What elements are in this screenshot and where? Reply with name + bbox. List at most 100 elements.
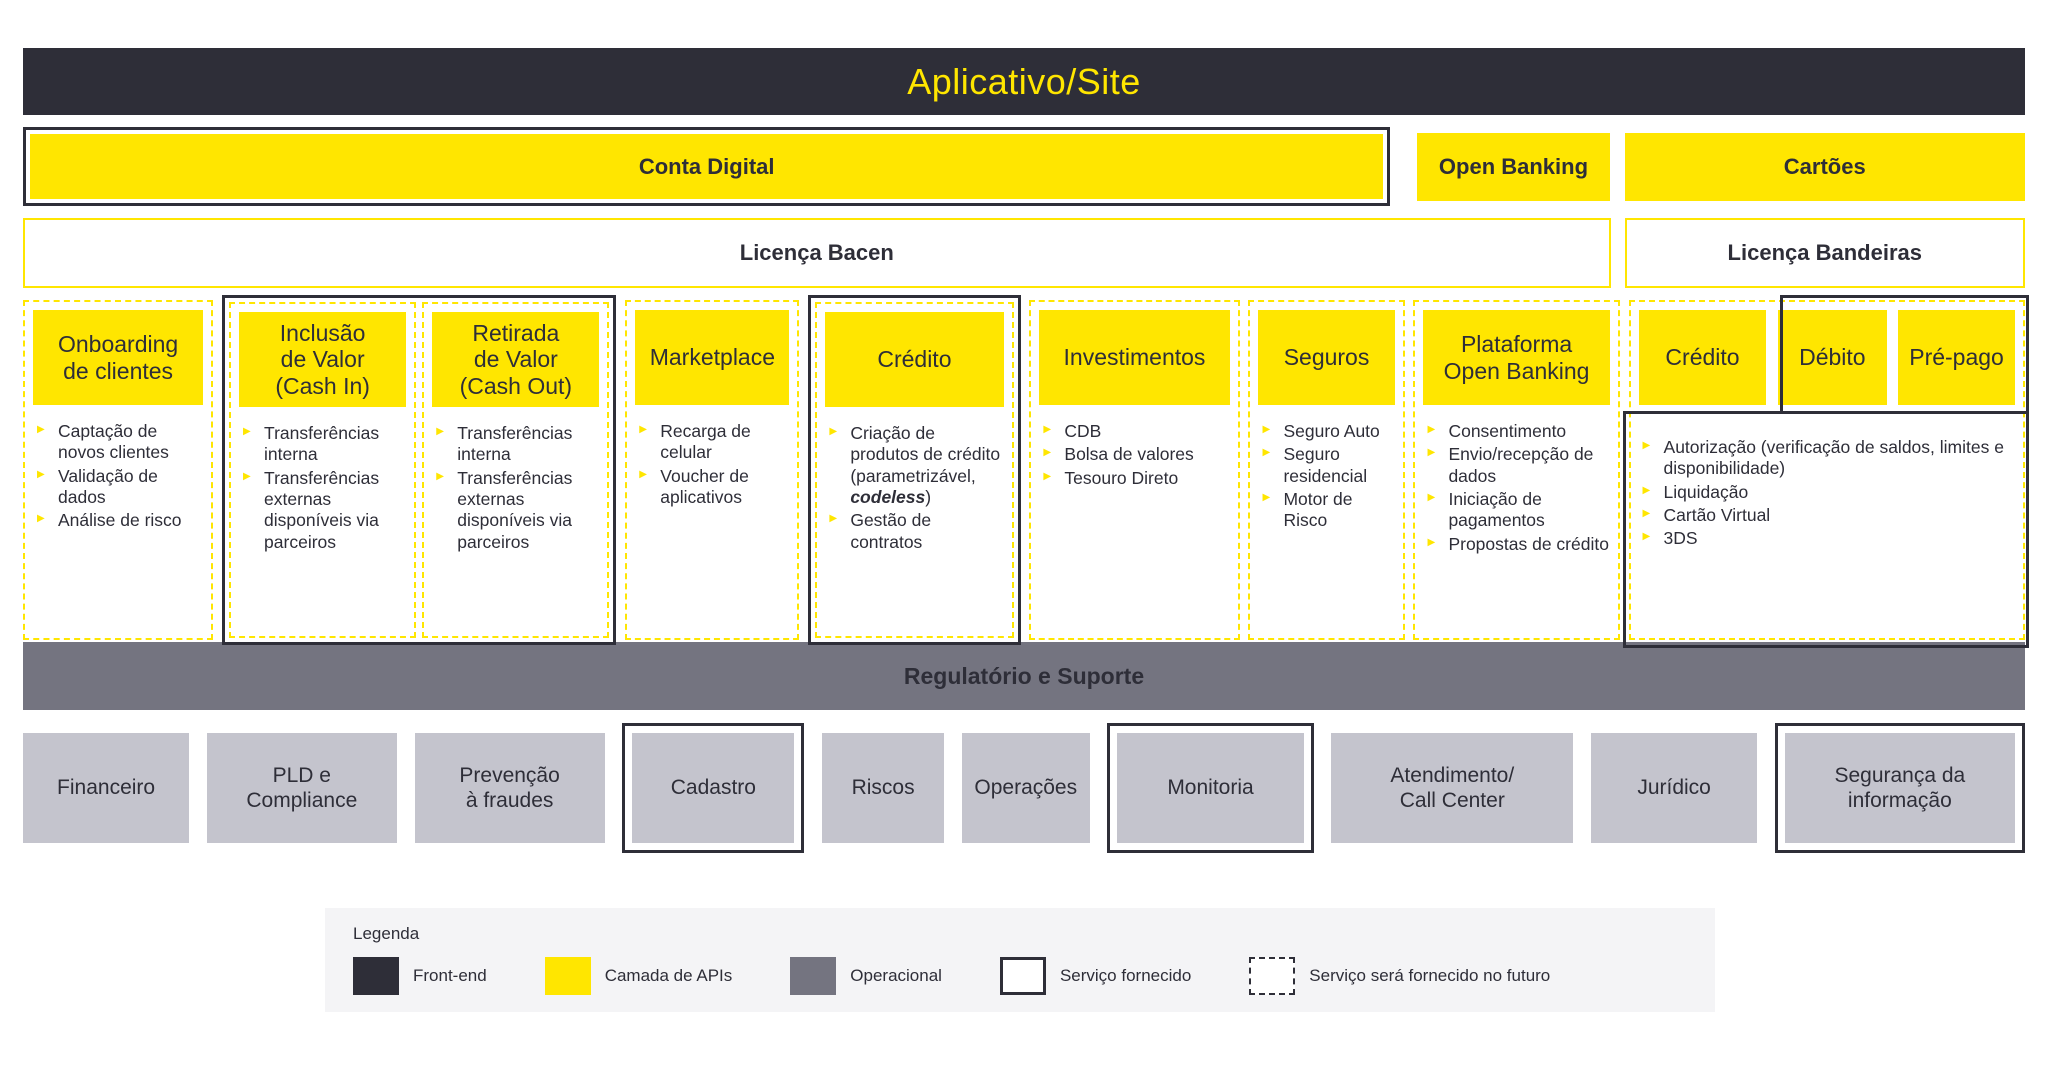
- list-item: Iniciação de pagamentos: [1427, 489, 1609, 532]
- app-site-title: Aplicativo/Site: [907, 60, 1141, 102]
- column-marketplace-list: Recarga de celular Voucher de aplicativo…: [635, 421, 789, 510]
- open-banking-box: Open Banking: [1417, 132, 1610, 201]
- legend: Legenda Front-end Camada de APIs Operaci…: [325, 908, 1715, 1012]
- cartoes-label: Cartões: [1783, 153, 1866, 179]
- list-item: CDB: [1043, 421, 1229, 442]
- support-box-cadastro: Cadastro: [632, 733, 795, 843]
- column-seguros: Seguros Seguro Auto Seguro residencial M…: [1248, 300, 1405, 640]
- cash-in-out-provided-group: Inclusão de Valor (Cash In) Transferênci…: [222, 295, 617, 645]
- column-cash-out-header: Retirada de Valor (Cash Out): [432, 312, 600, 407]
- column-plataforma-open-banking: Plataforma Open Banking Consentimento En…: [1413, 300, 1620, 640]
- api-columns-row: Onboarding de clientes Captação de novos…: [23, 295, 2029, 648]
- list-item: Autorização (verificação de saldos, limi…: [1643, 437, 2015, 480]
- support-box-cadastro-provided-frame: Cadastro: [622, 723, 805, 853]
- support-box-prevencao-fraudes: Prevenção à fraudes: [414, 733, 605, 843]
- list-item: Consentimento: [1427, 421, 1609, 442]
- legend-items: Front-end Camada de APIs Operacional Ser…: [353, 957, 1691, 995]
- credito-provided-group: Crédito Criação de produtos de crédito (…: [808, 295, 1021, 645]
- column-marketplace-header: Marketplace: [635, 310, 790, 405]
- support-box-monitoria: Monitoria: [1117, 733, 1304, 843]
- legend-item-operacional: Operacional: [790, 957, 942, 995]
- list-item: Tesouro Direto: [1043, 468, 1229, 489]
- cartoes-credito-header: Crédito: [1638, 310, 1767, 405]
- support-box-pld-compliance: PLD e Compliance: [206, 733, 397, 843]
- diagram-content: Aplicativo/Site Conta Digital Open Banki…: [23, 48, 2029, 1012]
- list-item: Cartão Virtual: [1643, 505, 2015, 526]
- column-onboarding-list: Captação de novos clientes Validação de …: [33, 421, 203, 534]
- support-box-financeiro: Financeiro: [23, 733, 190, 843]
- cartoes-headers-row: Crédito Débito Pré-pago: [1638, 310, 2015, 405]
- legend-item-servico-futuro: Serviço será fornecido no futuro: [1249, 957, 1550, 995]
- legend-title: Legenda: [353, 924, 420, 943]
- cartoes-list: Autorização (verificação de saldos, limi…: [1639, 437, 2015, 550]
- column-credito: Crédito Criação de produtos de crédito (…: [815, 302, 1014, 638]
- legend-label: Front-end: [413, 966, 487, 985]
- front-end-swatch: [353, 957, 399, 995]
- column-onboarding: Onboarding de clientes Captação de novos…: [23, 300, 214, 640]
- cartoes-debito-header: Débito: [1777, 310, 1887, 405]
- list-item: Seguro residencial: [1262, 444, 1394, 487]
- list-item: Propostas de crédito: [1427, 534, 1609, 555]
- column-credito-header: Crédito: [825, 312, 1004, 407]
- column-cash-in-list: Transferências interna Transferências ex…: [239, 423, 406, 555]
- support-box-operacoes: Operações: [961, 733, 1090, 843]
- cartoes-prepago-header: Pré-pago: [1898, 310, 2015, 405]
- legend-label: Serviço fornecido: [1059, 966, 1192, 985]
- conta-digital-box: Conta Digital: [30, 134, 1384, 199]
- support-box-juridico: Jurídico: [1591, 733, 1758, 843]
- list-item: 3DS: [1643, 528, 2015, 549]
- credito-item-codeless: codeless: [850, 487, 926, 508]
- column-onboarding-header: Onboarding de clientes: [33, 310, 204, 405]
- license-row: Licença Bacen Licença Bandeiras: [23, 218, 2025, 288]
- list-item: Envio/recepção de dados: [1427, 444, 1609, 487]
- support-box-monitoria-provided-frame: Monitoria: [1107, 723, 1314, 853]
- app-site-bar: Aplicativo/Site: [23, 48, 2025, 115]
- licenca-bacen-label: Licença Bacen: [739, 240, 894, 265]
- licenca-bacen-box: Licença Bacen: [23, 218, 1611, 288]
- legend-label: Camada de APIs: [604, 966, 733, 985]
- column-plataforma-list: Consentimento Envio/recepção de dados In…: [1423, 421, 1609, 557]
- column-seguros-list: Seguro Auto Seguro residencial Motor de …: [1258, 421, 1394, 534]
- column-investimentos-list: CDB Bolsa de valores Tesouro Direto: [1039, 421, 1229, 491]
- column-investimentos-header: Investimentos: [1039, 310, 1230, 405]
- credito-item-text: Criação de produtos de crédito (parametr…: [850, 423, 1001, 486]
- cartoes-body: Autorização (verificação de saldos, limi…: [1639, 421, 2015, 552]
- list-item: Voucher de aplicativos: [639, 466, 789, 509]
- licenca-bandeiras-box: Licença Bandeiras: [1624, 218, 2025, 288]
- list-item: Gestão de contratos: [829, 510, 1003, 553]
- list-item: Seguro Auto: [1262, 421, 1394, 442]
- column-plataforma-header: Plataforma Open Banking: [1423, 310, 1610, 405]
- cartoes-columns-group: Crédito Débito Pré-pago Autorização (ver…: [1622, 295, 2029, 648]
- column-cash-in: Inclusão de Valor (Cash In) Transferênci…: [229, 302, 417, 638]
- conta-digital-label: Conta Digital: [638, 153, 775, 179]
- regulatorio-suporte-bar: Regulatório e Suporte: [23, 642, 2025, 710]
- list-item: Criação de produtos de crédito (parametr…: [829, 423, 1003, 508]
- column-cash-out-list: Transferências interna Transferências ex…: [432, 423, 599, 555]
- cartoes-box: Cartões: [1624, 132, 2025, 201]
- camada-apis-swatch: [544, 957, 591, 995]
- list-item: Liquidação: [1643, 482, 2015, 503]
- servico-fornecido-swatch: [999, 957, 1046, 995]
- column-investimentos: Investimentos CDB Bolsa de valores Tesou…: [1029, 300, 1240, 640]
- servico-futuro-swatch: [1249, 957, 1296, 995]
- support-box-seguranca-provided-frame: Segurança da informação: [1774, 723, 2025, 853]
- list-item: Transferências externas disponíveis via …: [243, 468, 406, 553]
- legend-item-front-end: Front-end: [353, 957, 487, 995]
- column-credito-list: Criação de produtos de crédito (parametr…: [825, 423, 1003, 555]
- regulatorio-suporte-label: Regulatório e Suporte: [903, 662, 1145, 689]
- legend-item-servico-fornecido: Serviço fornecido: [999, 957, 1192, 995]
- list-item: Motor de Risco: [1262, 489, 1394, 532]
- product-row: Conta Digital Open Banking Cartões: [23, 127, 2025, 206]
- column-marketplace: Marketplace Recarga de celular Voucher d…: [625, 300, 800, 640]
- credito-item-text-end: ): [925, 487, 932, 508]
- open-banking-label: Open Banking: [1438, 153, 1589, 179]
- column-cash-out: Retirada de Valor (Cash Out) Transferênc…: [422, 302, 610, 638]
- column-seguros-header: Seguros: [1258, 310, 1395, 405]
- support-box-atendimento-call-center: Atendimento/ Call Center: [1331, 733, 1574, 843]
- operacional-swatch: [790, 957, 837, 995]
- support-box-riscos: Riscos: [822, 733, 945, 843]
- legend-item-camada-apis: Camada de APIs: [544, 957, 733, 995]
- conta-digital-provided-frame: Conta Digital: [23, 127, 1391, 206]
- list-item: Análise de risco: [37, 510, 203, 531]
